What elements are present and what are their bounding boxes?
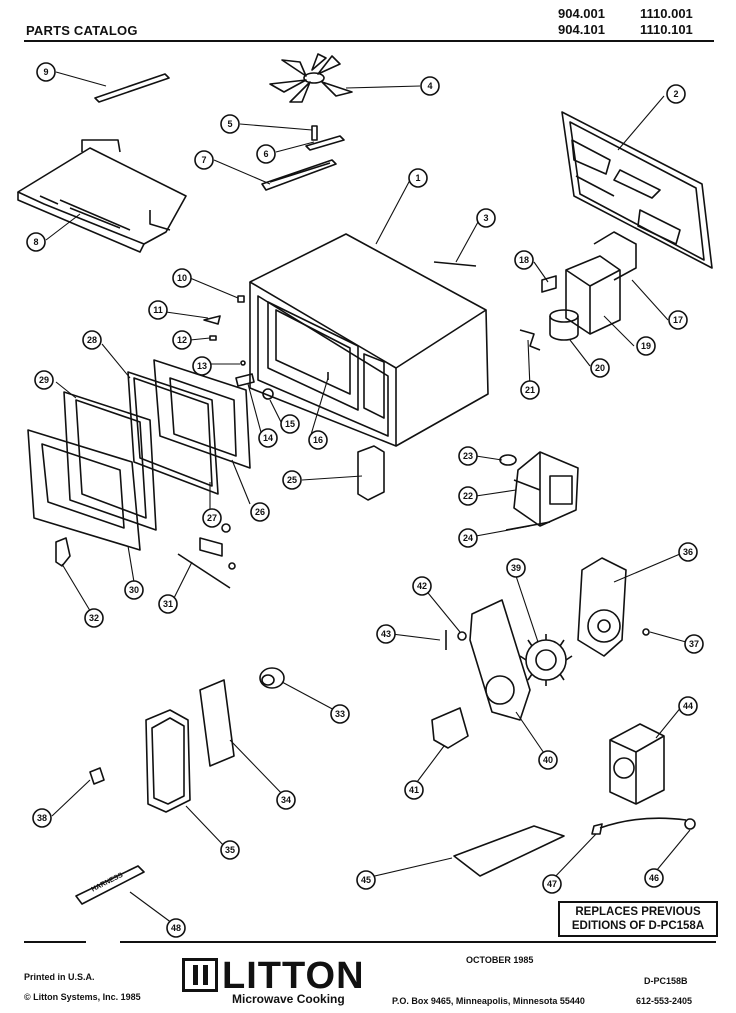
magnetron-drawing <box>499 451 579 531</box>
part-45-drawing <box>453 825 565 877</box>
model-number: 904.101 <box>558 22 605 37</box>
footer-phone: 612-553-2405 <box>636 996 693 1006</box>
transformer-drawing <box>609 723 665 805</box>
callout-13: 13 <box>197 361 207 371</box>
callout-3: 3 <box>483 213 488 223</box>
model-number: 1110.001 <box>640 6 693 21</box>
callout-37: 37 <box>689 639 699 649</box>
part-38-drawing <box>89 767 105 785</box>
footer-rule-right <box>120 941 716 943</box>
callout-40: 40 <box>543 755 553 765</box>
callout-33: 33 <box>335 709 345 719</box>
callout-2: 2 <box>673 89 678 99</box>
callout-43: 43 <box>381 629 391 639</box>
callout-32: 32 <box>89 613 99 623</box>
part-8-drawing <box>17 139 187 253</box>
callout-5: 5 <box>227 119 232 129</box>
callout-27: 27 <box>207 513 217 523</box>
part-34-35-drawing <box>145 679 235 813</box>
part-33-drawing <box>259 667 285 689</box>
callout-28: 28 <box>87 335 97 345</box>
callout-8: 8 <box>33 237 38 247</box>
footer-rule-left <box>24 941 86 943</box>
callout-22: 22 <box>463 491 473 501</box>
callout-21: 21 <box>525 385 535 395</box>
part-5-7-drawing <box>261 125 345 191</box>
callout-10: 10 <box>177 273 187 283</box>
part-1-drawing <box>249 233 489 447</box>
power-cord-drawing <box>591 817 696 835</box>
brand-subtitle: Microwave Cooking <box>232 992 345 1006</box>
model-number: 1110.101 <box>640 22 693 37</box>
brand-name: LITTON <box>222 955 365 997</box>
litton-logo <box>182 958 218 992</box>
callout-17: 17 <box>673 315 683 325</box>
callout-25: 25 <box>287 475 297 485</box>
callout-7: 7 <box>201 155 206 165</box>
callout-34: 34 <box>281 795 291 805</box>
callout-20: 20 <box>595 363 605 373</box>
replaces-line2: EDITIONS OF D-PC158A <box>571 920 705 932</box>
callout-26: 26 <box>255 507 265 517</box>
callout-1: 1 <box>415 173 420 183</box>
catalog-title: PARTS CATALOG <box>26 23 138 38</box>
callout-16: 16 <box>313 435 323 445</box>
fan-assembly-drawing <box>519 557 650 686</box>
model-number: 904.001 <box>558 6 605 21</box>
callout-35: 35 <box>225 845 235 855</box>
part-4-drawing <box>269 53 353 103</box>
callout-24: 24 <box>463 533 473 543</box>
part-31-32-drawing <box>55 523 236 589</box>
callout-31: 31 <box>163 599 173 609</box>
replaces-notice: REPLACES PREVIOUS EDITIONS OF D-PC158A <box>558 901 718 937</box>
relay-components-drawing <box>519 231 637 351</box>
part-3-drawing <box>433 261 477 267</box>
callout-29: 29 <box>39 375 49 385</box>
callout-39: 39 <box>511 563 521 573</box>
callout-38: 38 <box>37 813 47 823</box>
door-assembly-drawing <box>27 359 251 551</box>
part-25-drawing <box>357 445 385 501</box>
part-39-40-drawing <box>445 599 531 721</box>
part-41-drawing <box>431 707 469 749</box>
footer-doc-code: D-PC158B <box>644 976 688 986</box>
footer-date: OCTOBER 1985 <box>466 955 534 965</box>
callout-14: 14 <box>263 433 273 443</box>
callout-23: 23 <box>463 451 473 461</box>
callout-41: 41 <box>409 785 419 795</box>
callout-12: 12 <box>177 335 187 345</box>
callout-48: 48 <box>171 923 181 933</box>
copyright: © Litton Systems, Inc. 1985 <box>24 992 141 1002</box>
part-9-drawing <box>94 73 170 103</box>
callout-11: 11 <box>153 305 163 315</box>
callout-19: 19 <box>641 341 651 351</box>
callout-36: 36 <box>683 547 693 557</box>
callout-6: 6 <box>263 149 268 159</box>
callout-45: 45 <box>361 875 371 885</box>
callout-18: 18 <box>519 255 529 265</box>
callout-44: 44 <box>683 701 693 711</box>
footer-address: P.O. Box 9465, Minneapolis, Minnesota 55… <box>392 996 585 1006</box>
header-rule <box>24 40 714 42</box>
part-2-drawing <box>561 111 713 269</box>
callout-30: 30 <box>129 585 139 595</box>
callout-46: 46 <box>649 873 659 883</box>
callout-9: 9 <box>43 67 48 77</box>
printed-in: Printed in U.S.A. <box>24 972 95 982</box>
small-fasteners-drawing <box>203 295 329 400</box>
callout-4: 4 <box>427 81 432 91</box>
callout-42: 42 <box>417 581 427 591</box>
callout-15: 15 <box>285 419 295 429</box>
replaces-line1: REPLACES PREVIOUS <box>575 906 701 918</box>
callout-47: 47 <box>547 879 557 889</box>
harness-drawing <box>75 865 145 905</box>
